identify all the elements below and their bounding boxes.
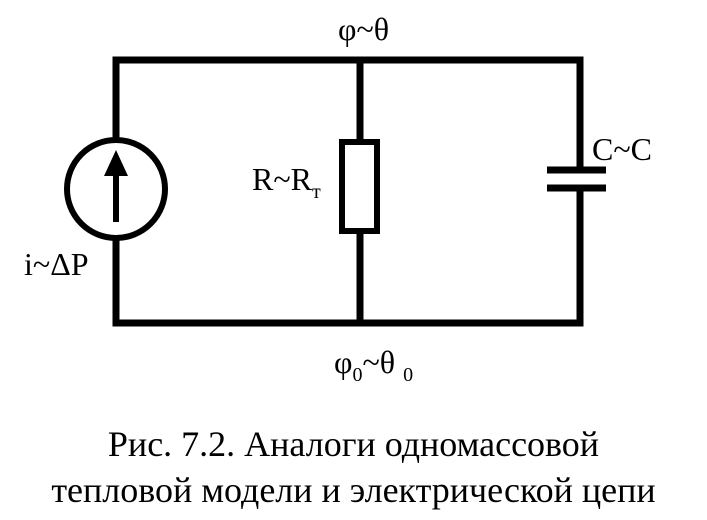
resistor-label: R~Rт: [252, 161, 321, 203]
source-label: i~ΔP: [24, 246, 89, 282]
resistor-symbol: [339, 139, 380, 234]
capacitor-label: C~C: [592, 131, 652, 167]
top-node-label: φ~θ: [338, 11, 389, 47]
figure-caption-line-2: тепловой модели и электрической цепи: [51, 470, 656, 510]
figure-caption-line-1: Рис. 7.2. Аналоги одномассовой: [107, 424, 600, 464]
bottom-node-subscript-1: 0: [352, 364, 362, 386]
resistor-label-subscript: т: [312, 181, 321, 203]
bottom-node-subscript-2: 0: [403, 364, 413, 386]
current-arrow-head: [104, 150, 128, 176]
